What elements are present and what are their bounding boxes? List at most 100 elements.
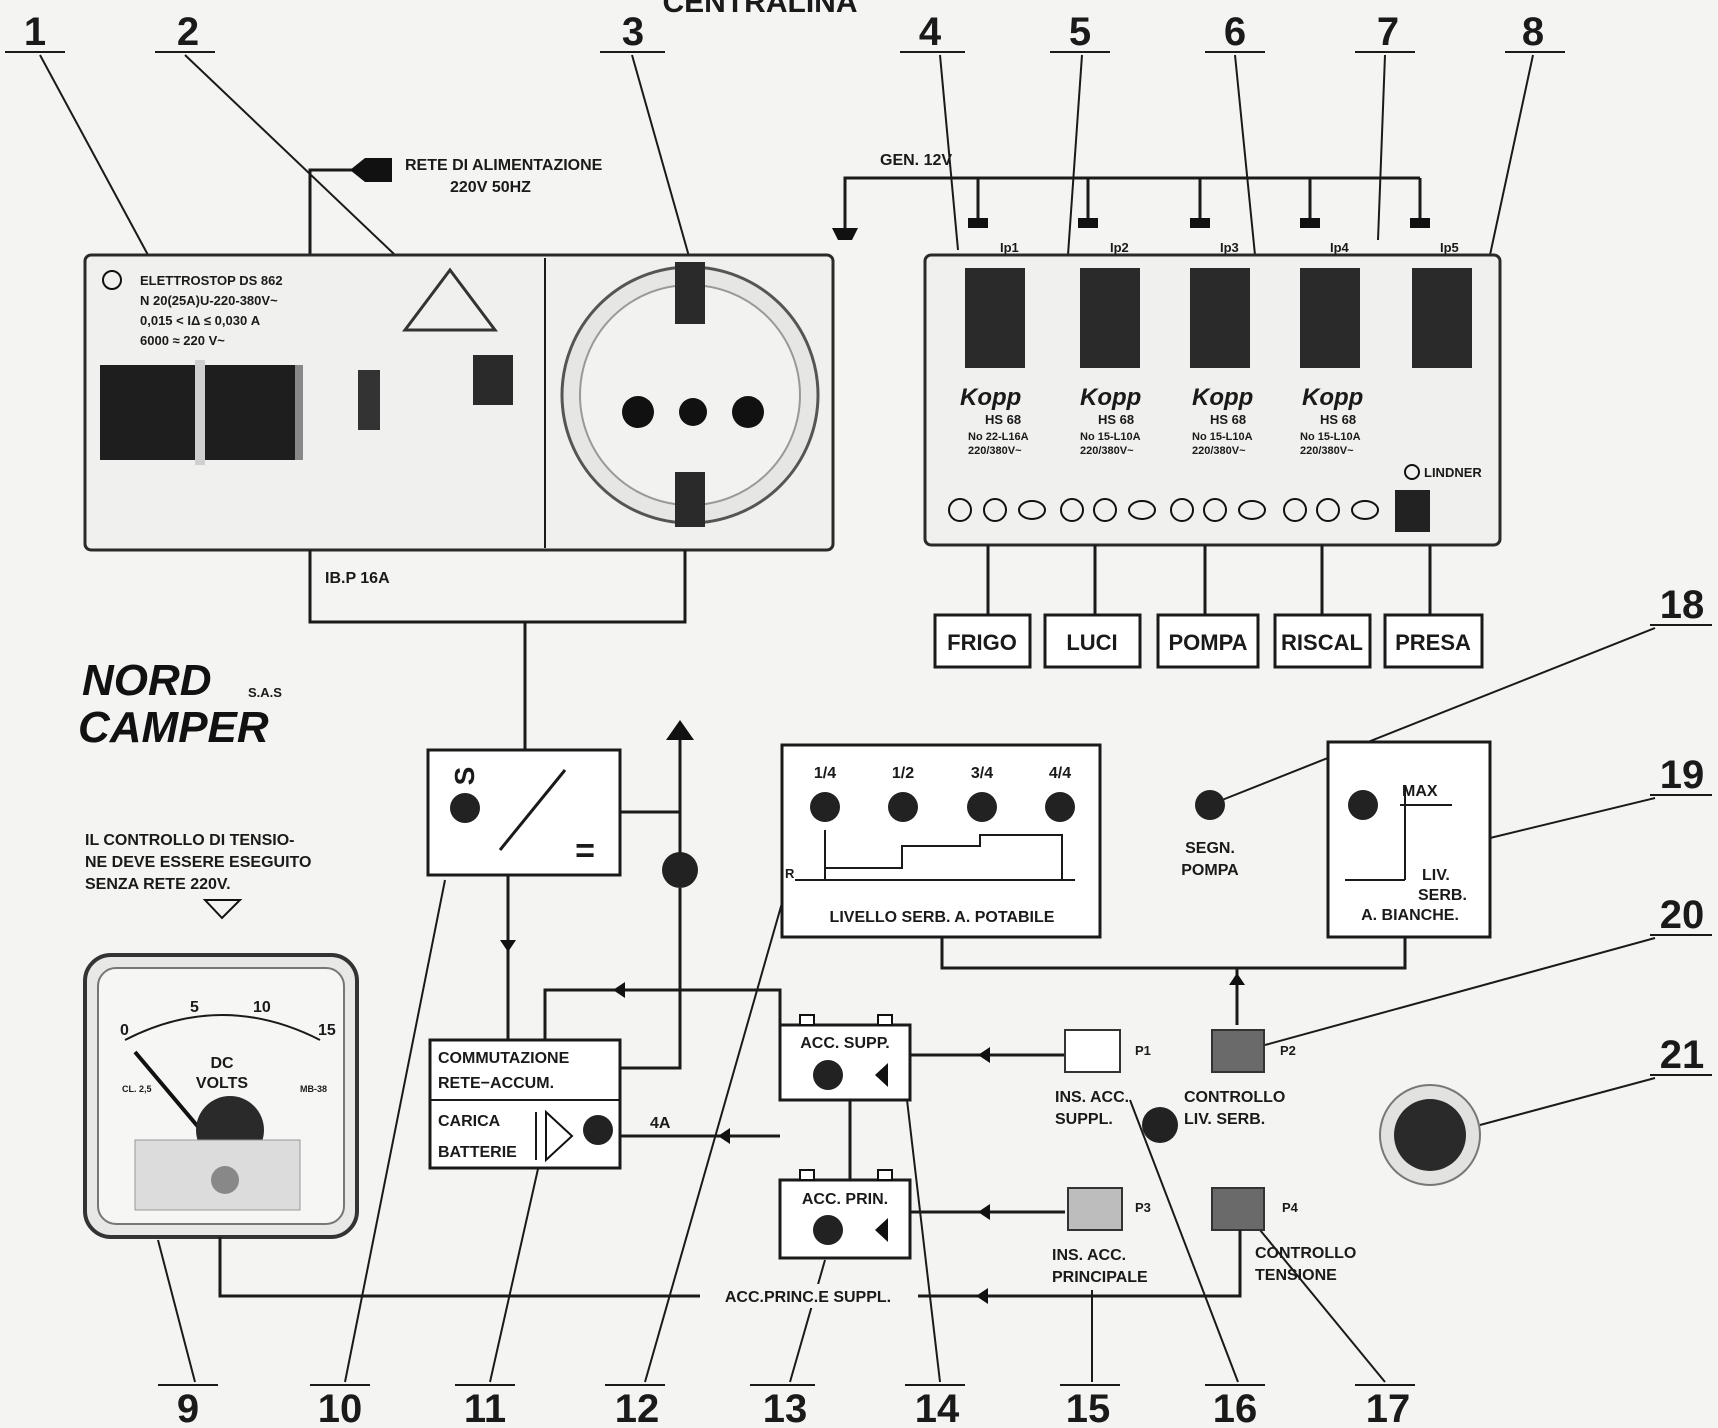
switch-1-top: Ip1 — [1000, 240, 1019, 255]
voltage-note-2: NE DEVE ESSERE ESEGUITO — [85, 854, 311, 871]
load-riscal: RISCAL — [1281, 630, 1363, 655]
callout-11: 11 — [464, 1387, 506, 1428]
rcd-test-button[interactable] — [358, 370, 380, 430]
lamp-1-2 — [888, 792, 918, 822]
tank-level-1: 1/4 — [814, 765, 836, 782]
callout-1: 1 — [24, 10, 46, 54]
volt-model: MB-38 — [300, 1084, 327, 1094]
lamp-3-4 — [967, 792, 997, 822]
pushbuttons: P1 INS. ACC. SUPPL. P2 CONTROLLO LIV. SE… — [1052, 1029, 1356, 1286]
button-p2[interactable] — [1211, 1029, 1265, 1073]
power-converter: S = — [426, 720, 698, 1070]
switch-3-rocker[interactable] — [1190, 268, 1250, 368]
volt-unit-1: DC — [210, 1055, 234, 1072]
button-p1-tag: P1 — [1135, 1043, 1151, 1058]
button-p4-line1: CONTROLLO — [1255, 1245, 1356, 1262]
rcd-indicator — [473, 355, 513, 405]
load-pompa: POMPA — [1168, 630, 1247, 655]
callout-19: 19 — [1660, 753, 1705, 797]
voltage-note-1: IL CONTROLLO DI TENSIO- — [85, 832, 294, 849]
button-p2-tag: P2 — [1280, 1043, 1296, 1058]
callout-17: 17 — [1366, 1387, 1411, 1428]
switch-3-rating: No 15-L10A — [1192, 431, 1253, 443]
tank-potable-label: LIVELLO SERB. A. POTABILE — [830, 909, 1055, 926]
diagram-title: CENTRALINA — [663, 0, 858, 19]
tank-potable-panel: 1/4 1/2 3/4 4/4 R LIVELLO SERB. A. POTAB… — [780, 743, 1102, 939]
bottom-bus-label: ACC.PRINC.E SUPPL. — [725, 1289, 891, 1306]
button-p1-line2: SUPPL. — [1055, 1111, 1113, 1128]
button-p3-line2: PRINCIPALE — [1052, 1269, 1148, 1286]
gen-label: GEN. 12V — [880, 152, 952, 169]
button-p4[interactable] — [1211, 1187, 1265, 1231]
load-boxes: FRIGO LUCI POMPA RISCAL PRESA — [933, 545, 1484, 669]
volt-scale-15: 15 — [318, 1022, 336, 1039]
pump-lamp — [1195, 790, 1225, 820]
switch-1-rating: No 22-L16A — [968, 431, 1029, 443]
gen-12v-bus: GEN. 12V — [832, 152, 1430, 240]
callout-18: 18 — [1660, 583, 1705, 627]
load-luci: LUCI — [1066, 630, 1117, 655]
grey-label-2: SERB. — [1418, 887, 1467, 904]
grey-max: MAX — [1402, 783, 1438, 800]
voltage-note: IL CONTROLLO DI TENSIO- NE DEVE ESSERE E… — [85, 832, 311, 920]
callout-14: 14 — [915, 1387, 960, 1428]
callout-6: 6 — [1224, 10, 1246, 54]
load-frigo: FRIGO — [947, 630, 1017, 655]
volt-class: CL. 2,5 — [122, 1084, 152, 1094]
button-p1-line1: INS. ACC. — [1055, 1089, 1129, 1106]
battery-supp-lamp — [813, 1060, 843, 1090]
switch-2-top: Ip2 — [1110, 240, 1129, 255]
converter-top: S — [449, 767, 480, 786]
breaker-spec-3: 6000 ≈ 220 V~ — [140, 333, 225, 348]
switch-presa: Ip5 LINDNER — [1395, 240, 1482, 532]
button-p3-line1: INS. ACC. — [1052, 1247, 1126, 1264]
button-p1[interactable] — [1064, 1029, 1121, 1073]
rcd-breaker-module: ELETTROSTOP DS 862 N 20(25A)U-220-380V~ … — [83, 253, 835, 552]
brand-line-1: NORD — [82, 656, 212, 705]
switch-1-rocker[interactable] — [965, 268, 1025, 368]
volt-zero-adjust[interactable] — [211, 1166, 239, 1194]
switch-4-voltage: 220/380V~ — [1300, 445, 1354, 457]
switch-2-rocker[interactable] — [1080, 268, 1140, 368]
switch-4-rocker[interactable] — [1300, 268, 1360, 368]
breaker-brand: ELETTROSTOP DS 862 — [140, 273, 283, 288]
callout-5: 5 — [1069, 10, 1091, 54]
callout-3: 3 — [622, 10, 644, 54]
switch-1-voltage: 220/380V~ — [968, 445, 1022, 457]
comm-line-1: COMMUTAZIONE — [438, 1050, 570, 1067]
switch-5-brand: LINDNER — [1424, 465, 1482, 480]
breaker-rating: IB.P 16A — [325, 570, 390, 587]
pump-signal: SEGN. POMPA — [1181, 790, 1239, 879]
switch-5-rocker[interactable] — [1412, 268, 1472, 368]
callouts: 1 2 3 4 5 6 7 8 9 10 11 12 — [5, 10, 1712, 1428]
load-presa: PRESA — [1395, 630, 1471, 655]
button-p4-line2: TENSIONE — [1255, 1267, 1337, 1284]
tank-ref: R — [785, 866, 795, 881]
volt-scale-5: 5 — [190, 999, 199, 1016]
charge-current: 4A — [650, 1115, 671, 1132]
callout-7: 7 — [1377, 10, 1399, 54]
battery-prin-lamp — [813, 1215, 843, 1245]
tank-level-2: 1/2 — [892, 765, 914, 782]
switch-3-model: HS 68 — [1210, 412, 1246, 427]
battery-prin: ACC. PRIN. — [778, 1169, 912, 1260]
volt-scale-10: 10 — [253, 999, 271, 1016]
brand-suffix: S.A.S — [248, 685, 282, 700]
button-p4-tag: P4 — [1282, 1200, 1299, 1215]
tank-level-4: 4/4 — [1049, 765, 1071, 782]
callout-12: 12 — [615, 1387, 660, 1428]
switch-riscal: Ip4 Kopp HS 68 No 15-L10A 220/380V~ — [1283, 240, 1379, 522]
breaker-spec-2: 0,015 < IΔ ≤ 0,030 A — [140, 313, 261, 328]
lamp-1-4 — [810, 792, 840, 822]
dc-voltmeter: 0 5 10 15 DC VOLTS CL. 2,5 MB-38 — [83, 953, 359, 1239]
button-p3[interactable] — [1067, 1187, 1123, 1231]
button-p2-line1: CONTROLLO — [1184, 1089, 1285, 1106]
switch-4-rating: No 15-L10A — [1300, 431, 1361, 443]
button-p2-line2: LIV. SERB. — [1184, 1111, 1265, 1128]
switch-3-top: Ip3 — [1220, 240, 1239, 255]
comm-line-4: BATTERIE — [438, 1144, 517, 1161]
callout-13: 13 — [763, 1387, 808, 1428]
control-knob[interactable] — [1379, 1084, 1481, 1186]
grey-label-3: A. BIANCHE. — [1361, 907, 1459, 924]
